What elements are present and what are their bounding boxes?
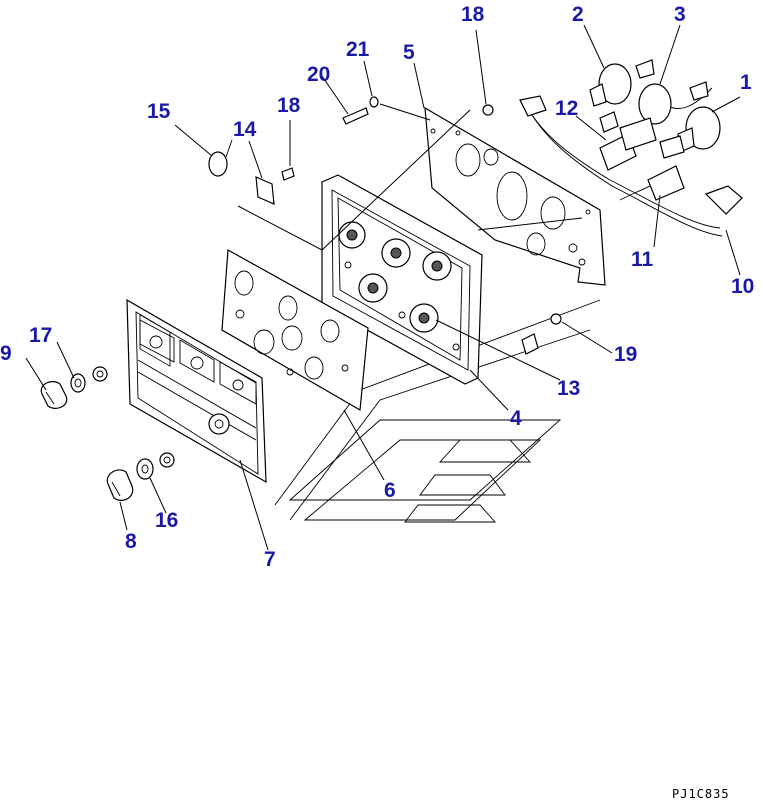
callout-21: 21 bbox=[346, 38, 370, 61]
gauge-3 bbox=[422, 251, 452, 281]
nut-17 bbox=[92, 366, 108, 382]
screw-19 bbox=[521, 313, 562, 355]
callout-17: 17 bbox=[29, 324, 52, 347]
lamp-15 bbox=[208, 139, 233, 177]
callout-19: 19 bbox=[614, 343, 637, 366]
washer-16 bbox=[136, 458, 154, 480]
back-plate bbox=[424, 106, 606, 286]
gauge-1-part bbox=[677, 106, 721, 153]
gauge-5 bbox=[409, 303, 439, 333]
callout-18-left: 18 bbox=[277, 94, 301, 117]
sender-12 bbox=[599, 111, 657, 171]
gauge-housing bbox=[321, 174, 483, 385]
gauge-1 bbox=[338, 221, 366, 249]
washer-17 bbox=[70, 373, 86, 393]
callout-18-top: 18 bbox=[461, 3, 485, 26]
callout-8: 8 bbox=[125, 530, 137, 553]
callout-6: 6 bbox=[384, 479, 396, 502]
callout-20: 20 bbox=[307, 63, 330, 86]
callout-5: 5 bbox=[403, 41, 415, 64]
callout-3: 3 bbox=[674, 3, 686, 26]
callout-1: 1 bbox=[740, 71, 752, 94]
callout-14: 14 bbox=[233, 118, 257, 141]
callout-7: 7 bbox=[264, 548, 276, 571]
gauge-4 bbox=[358, 273, 388, 303]
front-panel bbox=[126, 298, 267, 484]
callout-10: 10 bbox=[731, 275, 754, 298]
sender-11 bbox=[647, 135, 685, 201]
callouts: 1 2 3 4 5 6 7 8 9 10 11 12 13 14 15 16 1… bbox=[0, 3, 754, 571]
callout-15: 15 bbox=[147, 100, 171, 123]
screw-18-left bbox=[281, 167, 295, 181]
gauge-2-part bbox=[589, 63, 632, 107]
leader-lines bbox=[25, 24, 741, 551]
gauge-3-part bbox=[635, 59, 709, 125]
gauge-2 bbox=[381, 238, 411, 268]
callout-13: 13 bbox=[557, 377, 580, 400]
drawing-code: PJ1C835 bbox=[672, 787, 730, 801]
screw-18-right bbox=[482, 104, 494, 116]
washer-21 bbox=[369, 96, 379, 108]
nut-16 bbox=[159, 452, 175, 468]
callout-11: 11 bbox=[631, 248, 654, 271]
gasket bbox=[221, 249, 369, 411]
callout-9: 9 bbox=[0, 342, 12, 365]
knob-9 bbox=[40, 381, 68, 409]
callout-16: 16 bbox=[155, 509, 178, 532]
callout-4: 4 bbox=[510, 407, 522, 430]
callout-2: 2 bbox=[572, 3, 584, 26]
wiring-harness bbox=[519, 87, 743, 237]
knob-8 bbox=[106, 469, 134, 501]
callout-12: 12 bbox=[555, 97, 578, 120]
clip-14 bbox=[255, 176, 275, 205]
screw-20 bbox=[342, 107, 369, 125]
